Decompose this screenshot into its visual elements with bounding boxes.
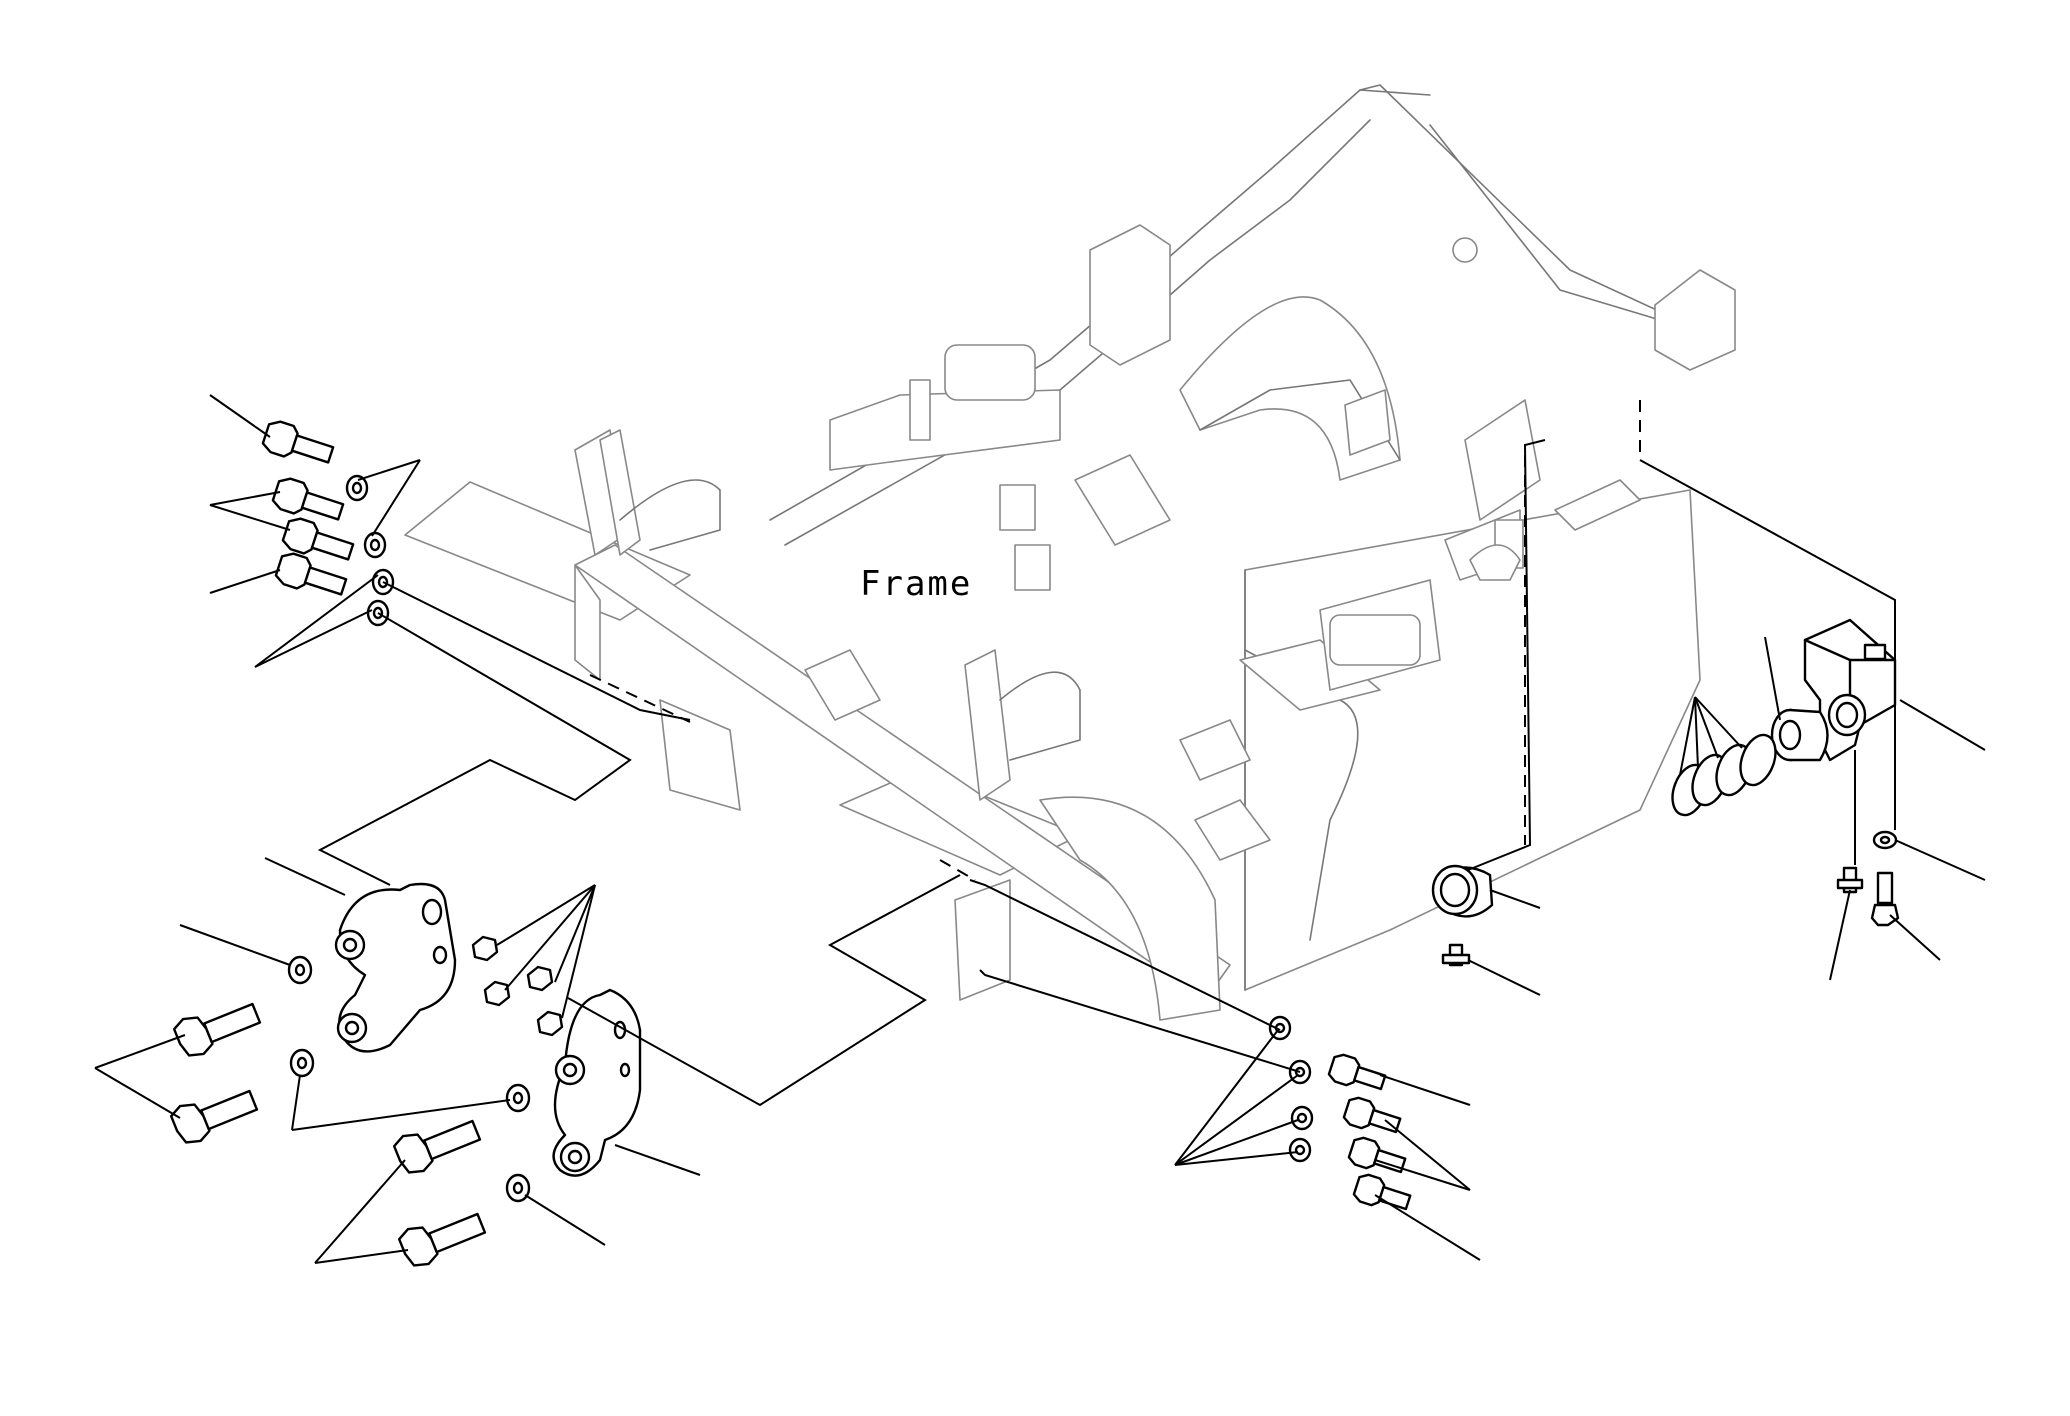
- right-lower-washers: [1268, 1015, 1314, 1163]
- hidden-lines: [589, 400, 1641, 881]
- bolt-2: [271, 477, 345, 521]
- right-bolt: [1870, 871, 1900, 927]
- grease-fitting-left: [1441, 943, 1471, 967]
- bolt-3: [281, 517, 355, 561]
- left-clamp-washers: [287, 955, 531, 1203]
- bolt-4: [274, 552, 348, 596]
- left-clamp-bolts: [169, 1002, 487, 1267]
- left-clamp-lower: [552, 988, 642, 1177]
- right-bushing: [1770, 708, 1829, 762]
- left-clamp-nuts: [471, 935, 564, 1037]
- right-washer: [1872, 830, 1898, 850]
- right-bracket: [1803, 618, 1897, 762]
- bolt-1: [261, 420, 335, 464]
- left-upper-washers: [345, 474, 395, 627]
- left-upper-bolts: [261, 420, 355, 596]
- left-clamp-upper: [334, 882, 457, 1053]
- shim-rings: [1671, 733, 1777, 817]
- bushing: [1431, 864, 1494, 918]
- frame-label: Frame: [860, 564, 972, 604]
- main-frame: [404, 84, 1736, 1021]
- grease-fitting-right: [1836, 866, 1864, 894]
- leader-lines: [94, 394, 1986, 1264]
- right-lower-bolts: [1327, 1053, 1412, 1211]
